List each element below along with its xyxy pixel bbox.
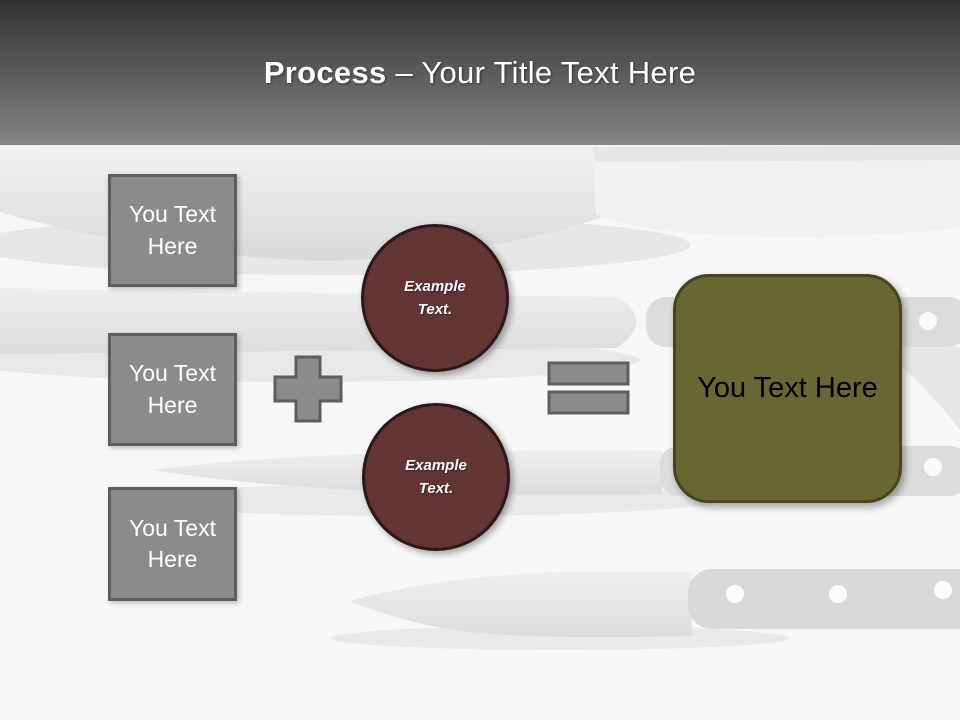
result-box[interactable]: You Text Here <box>673 274 902 503</box>
input-box-1[interactable]: You Text Here <box>108 174 237 287</box>
result-box-label: You Text Here <box>697 372 878 404</box>
input-box-3-label: You Text Here <box>129 514 216 572</box>
plus-icon <box>273 355 343 423</box>
input-box-3[interactable]: You Text Here <box>108 487 237 601</box>
example-circle-1[interactable]: Example Text. <box>361 224 509 372</box>
equals-icon <box>547 361 630 415</box>
input-box-2-label: You Text Here <box>129 360 216 418</box>
input-box-2[interactable]: You Text Here <box>108 333 237 446</box>
slide-title[interactable]: Process – Your Title Text Here <box>264 55 696 91</box>
title-keyword: Process <box>263 54 387 90</box>
example-circle-2-label: Example Text. <box>405 456 467 497</box>
slide-header: Process – Your Title Text Here <box>0 0 960 145</box>
example-circle-1-label: Example Text. <box>404 277 466 318</box>
input-box-1-label: You Text Here <box>129 201 216 259</box>
title-subtitle: – Your Title Text Here <box>386 54 697 90</box>
example-circle-2[interactable]: Example Text. <box>362 403 510 551</box>
